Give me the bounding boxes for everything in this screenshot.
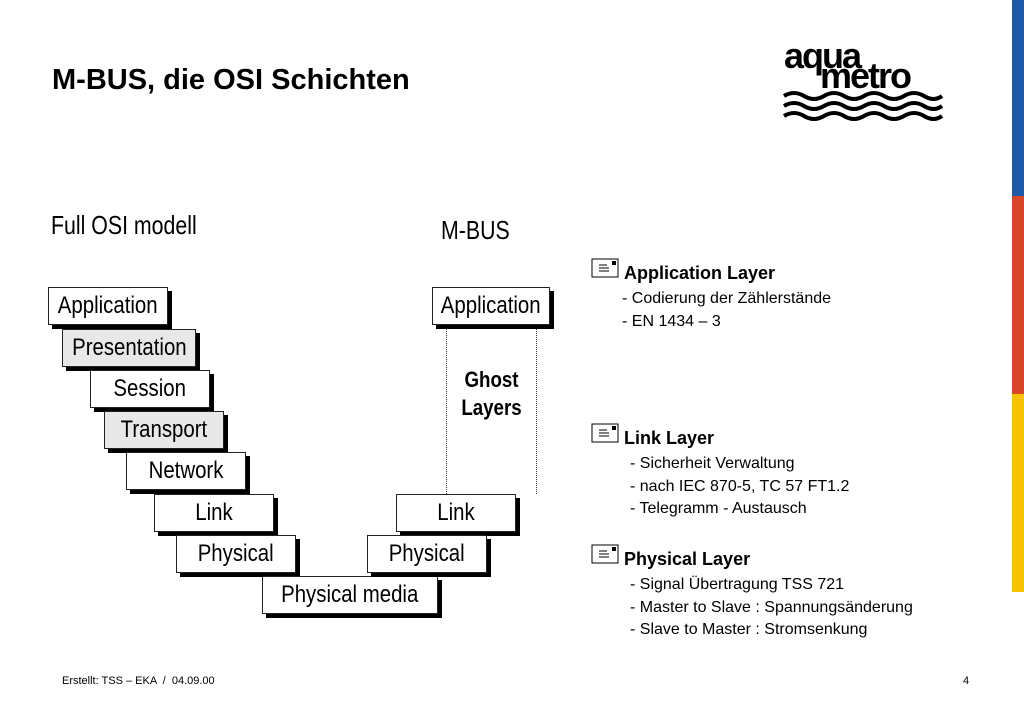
mbus-layer-physical: Physical bbox=[367, 535, 487, 573]
slide-title: M-BUS, die OSI Schichten bbox=[52, 64, 410, 96]
stripe-yellow bbox=[1012, 394, 1024, 592]
mbus-layer-link: Link bbox=[396, 494, 516, 532]
osi-heading: Full OSI modell bbox=[51, 210, 197, 240]
physical-media-layer: Physical media bbox=[262, 576, 438, 614]
logo-wave-3 bbox=[782, 111, 944, 121]
ghost-layers-label: Ghost Layers bbox=[461, 367, 522, 420]
footer-credit: Erstellt: TSS – EKA / 04.09.00 bbox=[62, 675, 215, 687]
osi-layer-transport: Transport bbox=[104, 411, 224, 449]
ghost-layers-frame bbox=[446, 329, 537, 494]
aqua-metro-logo: aqua metro bbox=[782, 38, 944, 121]
logo-wave-1 bbox=[782, 91, 944, 101]
mbus-layer-application: Application bbox=[432, 287, 550, 325]
note-title-link: Link Layer bbox=[624, 428, 715, 448]
osi-layer-presentation: Presentation bbox=[62, 329, 196, 367]
logo-wave-2 bbox=[782, 101, 944, 111]
note-line: - Sicherheit Verwaltung bbox=[630, 455, 795, 472]
note-line: - Telegramm - Austausch bbox=[630, 500, 807, 517]
note-line: - Slave to Master : Stromsenkung bbox=[630, 621, 868, 638]
osi-layer-network: Network bbox=[126, 452, 246, 490]
stripe-blue bbox=[1012, 0, 1024, 196]
note-title-physical: Physical Layer bbox=[624, 549, 751, 569]
note-icon bbox=[591, 544, 619, 564]
mbus-heading: M-BUS bbox=[441, 215, 510, 245]
page-number: 4 bbox=[963, 675, 970, 687]
note-icon bbox=[591, 258, 619, 278]
logo-word-aqua: aqua bbox=[784, 38, 863, 76]
osi-layer-application: Application bbox=[48, 287, 168, 325]
note-line: - Signal Übertragung TSS 721 bbox=[630, 576, 845, 593]
note-title-application: Application Layer bbox=[624, 263, 776, 283]
note-line: - EN 1434 – 3 bbox=[622, 313, 721, 330]
stripe-red bbox=[1012, 196, 1024, 394]
note-line: - nach IEC 870-5, TC 57 FT1.2 bbox=[630, 478, 850, 495]
osi-layer-session: Session bbox=[90, 370, 210, 408]
osi-layer-physical: Physical bbox=[176, 535, 296, 573]
note-line: - Codierung der Zählerstände bbox=[622, 290, 832, 307]
logo-word-metro: metro bbox=[820, 55, 911, 96]
note-icon bbox=[591, 423, 619, 443]
note-line: - Master to Slave : Spannungsänderung bbox=[630, 599, 913, 616]
osi-layer-link: Link bbox=[154, 494, 274, 532]
